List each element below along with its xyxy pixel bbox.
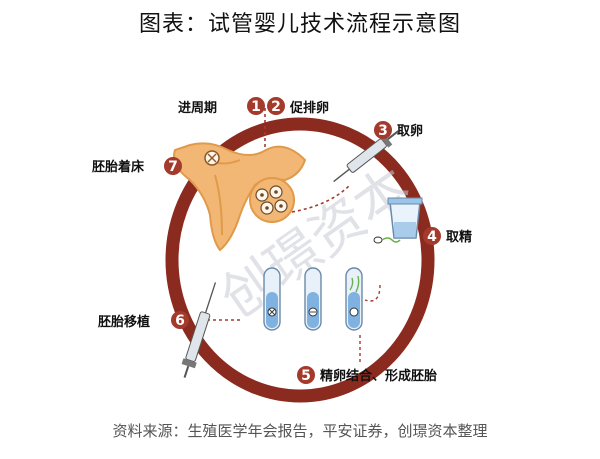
arrow-to-tubes bbox=[364, 284, 381, 302]
sperm-icon bbox=[373, 236, 401, 244]
test-tubes-illustration bbox=[263, 267, 363, 331]
step-4-label: 取精 bbox=[446, 229, 472, 245]
step-1-label: 进周期 bbox=[178, 101, 217, 116]
step-4-badge bbox=[423, 227, 441, 245]
step-5-number: 5 bbox=[301, 368, 311, 384]
cycle-ring bbox=[165, 117, 435, 403]
step-1-badge bbox=[247, 97, 265, 115]
step-2-badge bbox=[267, 97, 285, 115]
sperm-cup-icon bbox=[387, 197, 423, 239]
step-3-label: 取卵 bbox=[397, 123, 423, 139]
step-1-number: 1 bbox=[251, 99, 261, 115]
step-2-number: 2 bbox=[271, 99, 281, 115]
step-7-label: 胚胎着床 bbox=[92, 159, 145, 175]
step-3-number: 3 bbox=[378, 123, 388, 139]
step-6-badge bbox=[171, 311, 189, 329]
step-5-label: 精卵结合、形成胚胎 bbox=[320, 368, 437, 384]
step-4-number: 4 bbox=[427, 229, 437, 245]
step-2-label: 促排卵 bbox=[289, 100, 329, 116]
embryo-transfer-syringe-icon bbox=[181, 282, 217, 378]
source-note: 资料来源：生殖医学年会报告，平安证券，创璟资本整理 bbox=[112, 422, 488, 440]
uterus-illustration bbox=[173, 142, 307, 252]
step-6-number: 6 bbox=[175, 313, 185, 329]
step-3-badge bbox=[374, 121, 392, 139]
step-7-badge bbox=[164, 157, 182, 175]
page-title: 图表：试管婴儿技术流程示意图 bbox=[138, 12, 461, 37]
step-7-number: 7 bbox=[168, 159, 178, 175]
arrow-egg-to-needle bbox=[291, 184, 351, 213]
step-5-badge bbox=[297, 366, 315, 384]
step-6-label: 胚胎移植 bbox=[98, 314, 150, 330]
